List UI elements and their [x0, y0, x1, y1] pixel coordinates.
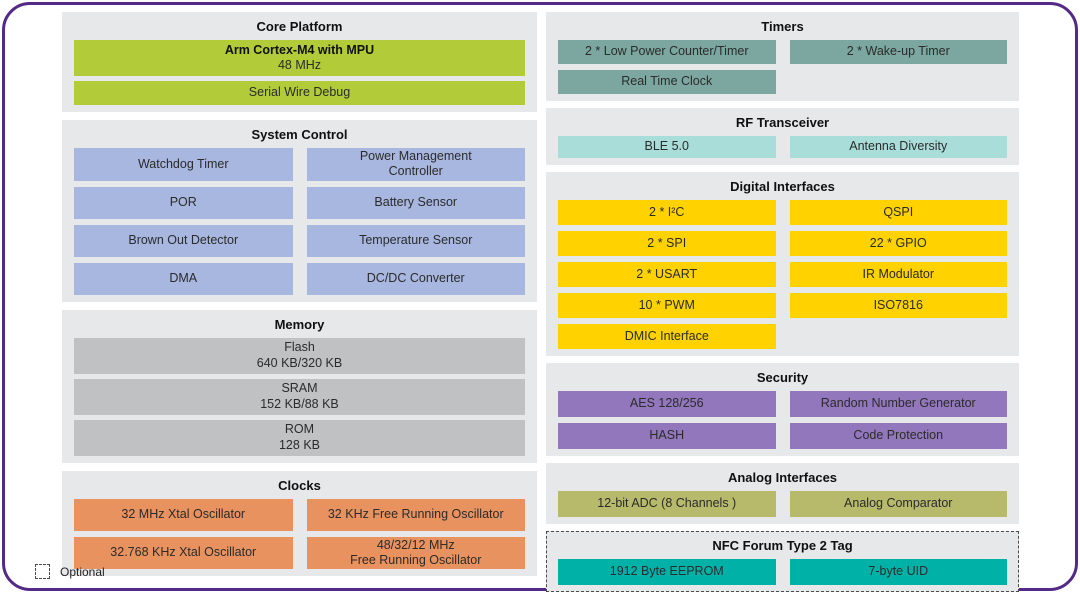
block-power-management-controller: Power Management Controller	[306, 148, 525, 181]
section-title-core-platform: Core Platform	[256, 19, 343, 34]
block-spi: 2 * SPI	[558, 231, 776, 256]
block-por: POR	[74, 186, 293, 219]
optional-label: Optional	[60, 564, 105, 579]
section-title-system-control: System Control	[251, 127, 348, 142]
section-timers: Timers 2 * Low Power Counter/Timer 2 * W…	[546, 12, 1019, 101]
block-iso7816: ISO7816	[789, 293, 1007, 318]
block-eeprom: 1912 Byte EEPROM	[558, 559, 776, 585]
block-usart: 2 * USART	[558, 262, 776, 287]
section-title-timers: Timers	[761, 19, 804, 34]
block-dmic-interface: DMIC Interface	[558, 324, 776, 349]
section-digital-interfaces: Digital Interfaces 2 * I²C QSPI 2 * SPI …	[546, 172, 1019, 356]
block-qspi: QSPI	[789, 200, 1007, 225]
section-title-clocks: Clocks	[278, 477, 321, 493]
block-12bit-adc: 12-bit ADC (8 Channels )	[558, 491, 776, 517]
block-random-number-generator: Random Number Generator	[789, 391, 1007, 417]
section-title-nfc-forum-type2-tag: NFC Forum Type 2 Tag	[712, 538, 853, 553]
block-wake-up-timer: 2 * Wake-up Timer	[789, 40, 1007, 64]
section-clocks: Clocks 32 MHz Xtal Oscillator 32 KHz Fre…	[62, 470, 537, 576]
section-title-rf-transceiver: RF Transceiver	[735, 115, 830, 130]
block-brown-out-detector: Brown Out Detector	[74, 224, 293, 257]
block-ble-5-0: BLE 5.0	[558, 136, 776, 158]
memory-size: 128 KB	[278, 437, 320, 452]
block-sram: SRAM 152 KB/88 KB	[74, 378, 525, 415]
section-title-digital-interfaces: Digital Interfaces	[730, 179, 835, 194]
block-arm-cortex-m4: Arm Cortex-M4 with MPU 48 MHz	[74, 40, 525, 76]
memory-size: 152 KB/88 KB	[260, 396, 339, 411]
block-gpio: 22 * GPIO	[789, 231, 1007, 256]
block-low-power-counter-timer: 2 * Low Power Counter/Timer	[558, 40, 776, 64]
block-analog-comparator: Analog Comparator	[789, 491, 1007, 517]
block-32768khz-xtal-oscillator: 32.768 KHz Xtal Oscillator	[74, 536, 293, 569]
section-title-analog-interfaces: Analog Interfaces	[727, 470, 838, 485]
memory-name: Flash	[284, 340, 315, 355]
block-7byte-uid: 7-byte UID	[789, 559, 1007, 585]
block-antenna-diversity: Antenna Diversity	[789, 136, 1007, 158]
block-dma: DMA	[74, 262, 293, 295]
block-temperature-sensor: Temperature Sensor	[306, 224, 525, 257]
block-rom: ROM 128 KB	[74, 419, 525, 456]
memory-name: SRAM	[281, 381, 318, 396]
memory-name: ROM	[284, 422, 315, 437]
diagram-left-column: Core Platform Arm Cortex-M4 with MPU 48 …	[62, 12, 537, 576]
section-nfc-forum-type2-tag: NFC Forum Type 2 Tag 1912 Byte EEPROM 7-…	[546, 531, 1019, 592]
cpu-name: Arm Cortex-M4 with MPU	[224, 42, 375, 57]
block-code-protection: Code Protection	[789, 423, 1007, 449]
block-flash: Flash 640 KB/320 KB	[74, 337, 525, 374]
block-32khz-free-running-oscillator: 32 KHz Free Running Oscillator	[306, 498, 525, 531]
section-title-memory: Memory	[274, 316, 325, 332]
block-ir-modulator: IR Modulator	[789, 262, 1007, 287]
section-analog-interfaces: Analog Interfaces 12-bit ADC (8 Channels…	[546, 463, 1019, 524]
block-48-32-12mhz-free-running-oscillator: 48/32/12 MHz Free Running Oscillator	[306, 536, 525, 569]
section-memory: Memory Flash 640 KB/320 KB SRAM 152 KB/8…	[62, 309, 537, 463]
section-title-security: Security	[756, 370, 809, 385]
optional-dashed-box-icon	[35, 564, 50, 579]
block-i2c: 2 * I²C	[558, 200, 776, 225]
legend-optional: Optional	[35, 564, 105, 579]
block-32mhz-xtal-oscillator: 32 MHz Xtal Oscillator	[74, 498, 293, 531]
section-security: Security AES 128/256 Random Number Gener…	[546, 363, 1019, 456]
block-hash: HASH	[558, 423, 776, 449]
block-battery-sensor: Battery Sensor	[306, 186, 525, 219]
block-dcdc-converter: DC/DC Converter	[306, 262, 525, 295]
block-pwm: 10 * PWM	[558, 293, 776, 318]
block-serial-wire-debug: Serial Wire Debug	[74, 81, 525, 105]
diagram-right-column: Timers 2 * Low Power Counter/Timer 2 * W…	[546, 12, 1019, 592]
section-core-platform: Core Platform Arm Cortex-M4 with MPU 48 …	[62, 12, 537, 112]
section-rf-transceiver: RF Transceiver BLE 5.0 Antenna Diversity	[546, 108, 1019, 165]
block-aes: AES 128/256	[558, 391, 776, 417]
block-watchdog-timer: Watchdog Timer	[74, 148, 293, 181]
cpu-frequency: 48 MHz	[277, 58, 322, 72]
block-real-time-clock: Real Time Clock	[558, 70, 776, 94]
section-system-control: System Control Watchdog Timer Power Mana…	[62, 120, 537, 302]
memory-size: 640 KB/320 KB	[256, 355, 343, 370]
